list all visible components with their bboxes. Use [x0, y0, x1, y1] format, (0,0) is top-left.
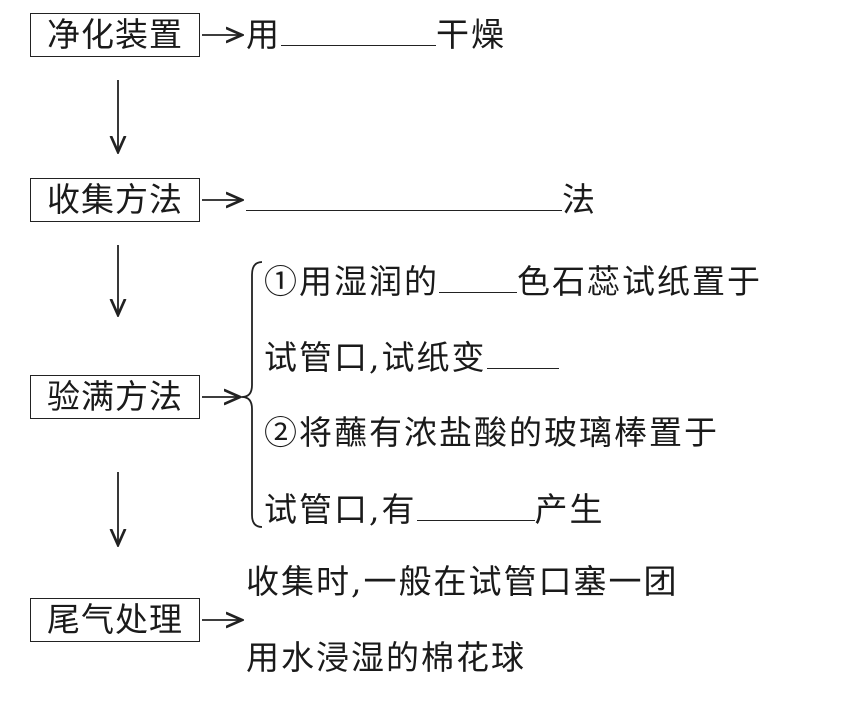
text: 产生: [534, 490, 605, 529]
check-line-2: 试管口,试纸变: [264, 338, 559, 378]
check-line-3: ②将蘸有浓盐酸的玻璃棒置于: [264, 413, 719, 453]
text: 试管口,试纸变: [264, 338, 487, 377]
text: ①用湿润的: [264, 262, 439, 301]
check-line-4: 试管口,有 产生: [264, 490, 605, 530]
step-tail-gas-box: 尾气处理: [30, 598, 200, 642]
step-check-full-box: 验满方法: [30, 375, 200, 419]
blank: [486, 338, 559, 369]
text: 法: [562, 180, 597, 219]
text: 干燥: [436, 15, 506, 54]
text: ②将蘸有浓盐酸的玻璃棒置于: [264, 413, 719, 452]
step-purification-text: 用 干燥: [246, 15, 506, 55]
blank: [246, 180, 562, 211]
text: 试管口,有: [264, 490, 417, 529]
text: 用: [246, 15, 281, 54]
tail-gas-line-1: 收集时,一般在试管口塞一团: [246, 562, 679, 601]
brace: [241, 261, 263, 528]
blank: [416, 490, 535, 521]
blank: [281, 15, 436, 46]
blank: [439, 262, 517, 293]
step-collection-box: 收集方法: [30, 178, 200, 222]
step-collection-text: 法: [246, 180, 597, 220]
text: 色石蕊试纸置于: [517, 262, 762, 301]
tail-gas-line-2: 用水浸湿的棉花球: [246, 638, 526, 677]
check-line-1: ①用湿润的 色石蕊试纸置于: [264, 262, 762, 302]
step-purification-box: 净化装置: [30, 13, 200, 57]
